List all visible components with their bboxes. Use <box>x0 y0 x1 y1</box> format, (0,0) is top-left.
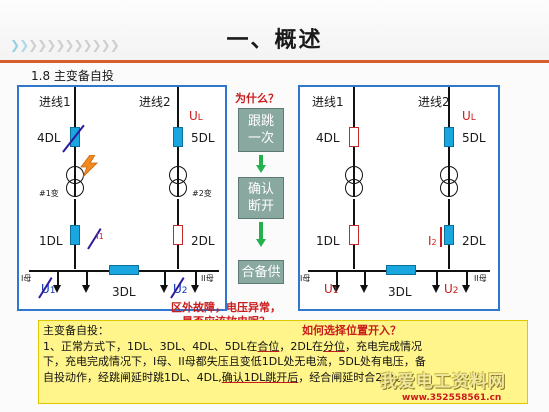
arrow-down-icon <box>462 285 470 293</box>
breaker-1dl <box>70 225 80 245</box>
load-feeder-2 <box>86 270 88 288</box>
transformer-2-label: #2变 <box>192 189 212 198</box>
note-box <box>38 320 528 404</box>
arrow-down-icon <box>53 285 61 293</box>
transformer-1 <box>343 166 365 197</box>
arrow-down-icon <box>256 222 266 247</box>
section-subtitle: 1.8 主变备自投 <box>31 69 114 83</box>
breaker-3dl <box>386 265 416 275</box>
breaker-5dl <box>444 127 454 147</box>
incoming-line-1-label: 进线1 <box>39 95 71 109</box>
breaker-4dl-label: 4DL <box>37 131 61 145</box>
fault-question-line-1: 区外故障，电压异常， <box>171 301 281 314</box>
position-question: 如何选择位置开入？ <box>302 324 401 337</box>
bus-2-label: II母 <box>201 274 214 283</box>
bus-1-voltage-label: U1 <box>324 282 339 296</box>
flow-step-trip: 跟跳一次 <box>238 108 284 152</box>
incoming-line-2-label: 进线2 <box>418 95 450 109</box>
note-line-1: 1、正常方式下，1DL、3DL、4DL、5DL在合位，2DL在分位，充电完成情况 <box>43 339 422 353</box>
line-voltage-label: UL <box>189 109 203 123</box>
transformer-2 <box>438 166 460 197</box>
flow-step-close-backup: 合备供 <box>238 260 284 284</box>
breaker-3dl-label: 3DL <box>112 285 136 299</box>
title-rule <box>0 60 549 63</box>
load-feeder-4 <box>466 270 468 288</box>
page-title: 一、概述 <box>226 28 323 53</box>
watermark-logo: 我爱电工资料网 <box>380 372 506 392</box>
note-text: 主变备自投： 1、正常方式下，1DL、3DL、4DL、5DL在合位，2DL在分位… <box>43 323 527 385</box>
left-diagram-panel: 进线1 进线2 UL 4DL 5DL #1变 #2变 1DL I1 2DL I母… <box>17 85 227 311</box>
note-line-3: 自投动作，经跳闸延时跳1DL、4DL,确认1DL跳开后，经合闸延时合2DL。 <box>43 370 408 384</box>
arrow-down-icon <box>191 285 199 293</box>
breaker-1dl <box>349 225 359 245</box>
current-label: I1 <box>96 232 104 242</box>
load-feeder-3 <box>436 270 438 288</box>
right-diagram-panel: 进线1 进线2 UL 4DL 5DL 1DL 2DL I2 I母 II母 3DL… <box>298 85 500 311</box>
breaker-2dl <box>173 225 183 245</box>
watermark-url: www.352558561.cn <box>402 393 502 403</box>
arrow-down-icon <box>332 285 340 293</box>
breaker-5dl <box>173 127 183 147</box>
breaker-2dl <box>444 225 454 245</box>
current-arrow <box>440 227 442 247</box>
load-feeder-3 <box>164 270 166 288</box>
load-feeder-1 <box>57 270 59 288</box>
arrow-down-icon <box>82 285 90 293</box>
breaker-2dl-label: 2DL <box>462 234 486 248</box>
breaker-4dl-label: 4DL <box>316 131 340 145</box>
load-feeder-2 <box>364 270 366 288</box>
breaker-3dl <box>109 265 139 275</box>
breaker-4dl <box>349 127 359 147</box>
why-question: 为什么？ <box>235 92 279 105</box>
transformer-2 <box>167 166 189 197</box>
incoming-line-1-label: 进线1 <box>312 95 344 109</box>
bus-2-label: II母 <box>474 274 487 283</box>
incoming-line-2-label: 进线2 <box>139 95 171 109</box>
load-feeder-4 <box>195 270 197 288</box>
bus-1-label: I母 <box>21 274 32 283</box>
breaker-5dl-label: 5DL <box>191 131 215 145</box>
bus-1-label: I母 <box>300 274 311 283</box>
current-label: I2 <box>428 234 437 248</box>
note-line-2: 下，充电完成情况下，I母、II母都失压且变低1DL处无电流，5DL处有电压，备 <box>43 355 426 368</box>
chevron-right-icon: ❯❯❯❯❯❯❯❯❯❯❯❯ <box>10 38 120 52</box>
transformer-1-label: #1变 <box>39 189 59 198</box>
breaker-3dl-label: 3DL <box>388 285 412 299</box>
load-feeder-1 <box>336 270 338 288</box>
arrow-down-icon <box>160 285 168 293</box>
flow-step-confirm: 确认断开 <box>238 177 284 219</box>
header-band <box>0 0 549 62</box>
arrow-down-icon <box>432 285 440 293</box>
arrow-down-icon <box>360 285 368 293</box>
bus-2-voltage-label: U2 <box>444 282 459 296</box>
line-voltage-label: UL <box>462 109 476 123</box>
note-heading: 主变备自投： <box>43 324 109 337</box>
lightning-icon <box>80 155 98 177</box>
arrow-down-icon <box>256 155 266 173</box>
breaker-1dl-label: 1DL <box>316 234 340 248</box>
breaker-5dl-label: 5DL <box>462 131 486 145</box>
breaker-1dl-label: 1DL <box>39 234 63 248</box>
breaker-2dl-label: 2DL <box>191 234 215 248</box>
